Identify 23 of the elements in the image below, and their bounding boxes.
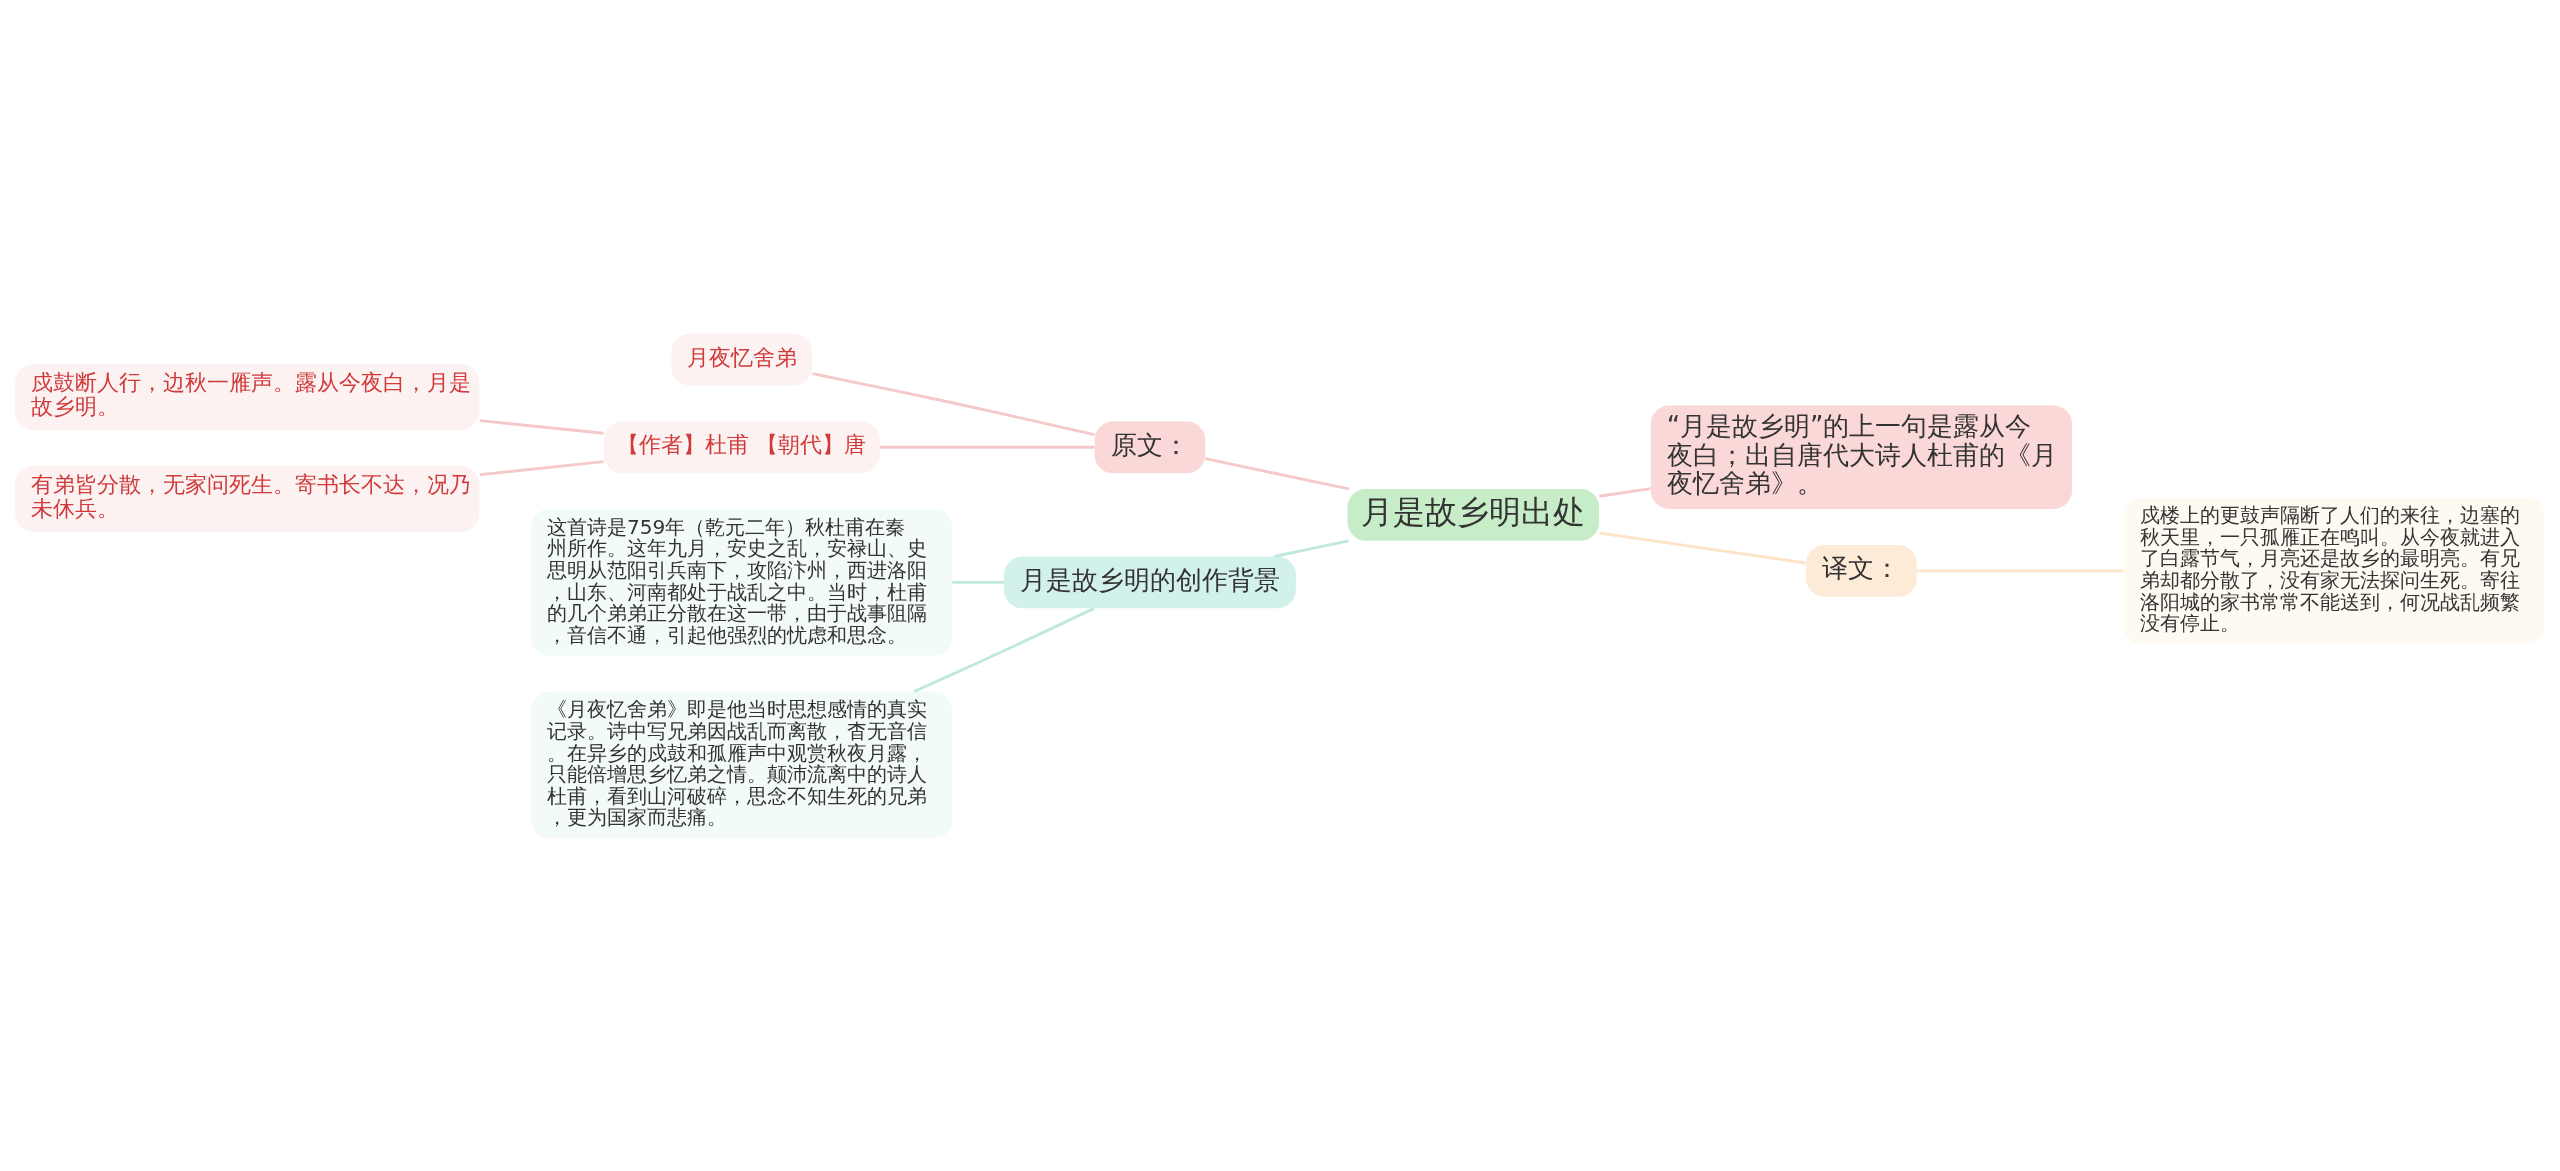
node-box: 月是故乡明的创作背景	[1004, 556, 1296, 608]
node-box: 这首诗是759年（乾元二年）秋杜甫在秦州所作。这年九月，安史之乱，安禄山、史思明从范阳引兵南下，攻陷汴州，西进洛阳，山东、河南都处于战乱之中。当时，杜甫的几个弟弟正分散在这一带，由于战事阻隔，音信不通，引起他强烈的忧虑和思念。	[531, 508, 953, 656]
node-box: 《月夜忆舍弟》即是他当时思想感情的真实记录。诗中写兄弟因战乱而离散，杳无音信。在异乡的戍鼓和孤雁声中观赏秋夜月露，只能倍增思乡忆弟之情。颠沛流离中的诗人杜甫，看到山河破碎，思念不知生死的兄弟，更为国家而悲痛。	[531, 691, 953, 838]
node-box: 月是故乡明出处	[1347, 488, 1600, 541]
connector	[479, 418, 604, 435]
node-box: “月是故乡明”的上一句是露从今夜白；出自唐代大诗人杜甫的《月夜忆舍弟》。	[1650, 405, 2072, 509]
node-box: 有弟皆分散，无家问死生。寄书长不达，况乃未休兵。	[15, 465, 480, 532]
node-box: 原文：	[1094, 420, 1206, 473]
node-box: 戍楼上的更鼓声隔断了人们的来往，边塞的秋天里，一只孤雁正在鸣叫。从今夜就进入了白露节气，月亮还是故乡的最明亮。有兄弟却都分散了，没有家无法探问生死。寄往洛阳城的家书常常不能送到，何况战乱频繁没有停止。	[2123, 497, 2545, 644]
node-box: 译文：	[1806, 544, 1917, 597]
connector	[1599, 531, 1806, 564]
node-box: 戍鼓断人行，边秋一雁声。露从今夜白，月是故乡明。	[15, 363, 480, 430]
connector	[1916, 568, 2124, 572]
connector	[879, 445, 1095, 449]
connector	[952, 580, 1004, 584]
connector	[1274, 538, 1349, 558]
node-box: 【作者】杜甫 【朝代】唐	[603, 420, 880, 473]
connector	[1205, 456, 1350, 490]
connector	[913, 606, 1095, 693]
connector	[479, 459, 604, 476]
connector	[1599, 486, 1651, 498]
connector	[812, 371, 1095, 436]
node-box: 月夜忆舍弟	[671, 333, 813, 385]
